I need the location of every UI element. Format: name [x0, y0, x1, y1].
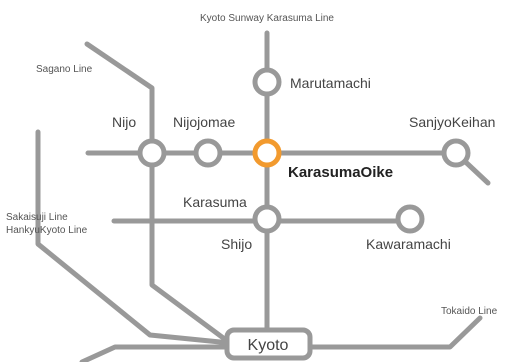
station-shijo-label: Shijo — [221, 236, 252, 252]
station-sanjyokeihan-label: SanjyoKeihan — [409, 114, 495, 130]
station-nijojomae[interactable] — [193, 138, 223, 168]
line-label-karasuma: Kyoto Sunway Karasuma Line — [200, 13, 334, 24]
station-shijo[interactable] — [252, 204, 282, 234]
line-label-sagano: Sagano Line — [36, 64, 93, 75]
line-label-tokaido: Tokaido Line — [441, 306, 498, 317]
sagano-line — [84, 41, 155, 153]
station-marutamachi-label: Marutamachi — [290, 75, 371, 91]
west-loop-line — [35, 129, 233, 346]
station-kawaramachi-label: Kawaramachi — [366, 236, 451, 252]
station-nijo[interactable] — [137, 138, 167, 168]
station-nijo-label: Nijo — [112, 114, 136, 130]
station-karasumaoike-label: KarasumaOike — [288, 164, 393, 181]
station-marutamachi[interactable] — [252, 67, 282, 97]
station-kawaramachi[interactable] — [395, 204, 425, 234]
line-label-hankyu: HankyuKyoto Line — [6, 225, 88, 236]
station-sanjyokeihan[interactable] — [441, 138, 471, 168]
station-karasuma-label: Karasuma — [183, 194, 247, 210]
station-karasumaoike[interactable] — [252, 138, 282, 168]
station-kyoto-label: Kyoto — [248, 337, 289, 354]
line-label-sakaisuji: Sakaisuji Line — [6, 212, 68, 223]
station-nijojomae-label: Nijojomae — [173, 114, 235, 130]
station-kyoto-box[interactable] — [224, 327, 313, 361]
nijo-kyoto-line — [149, 150, 233, 346]
